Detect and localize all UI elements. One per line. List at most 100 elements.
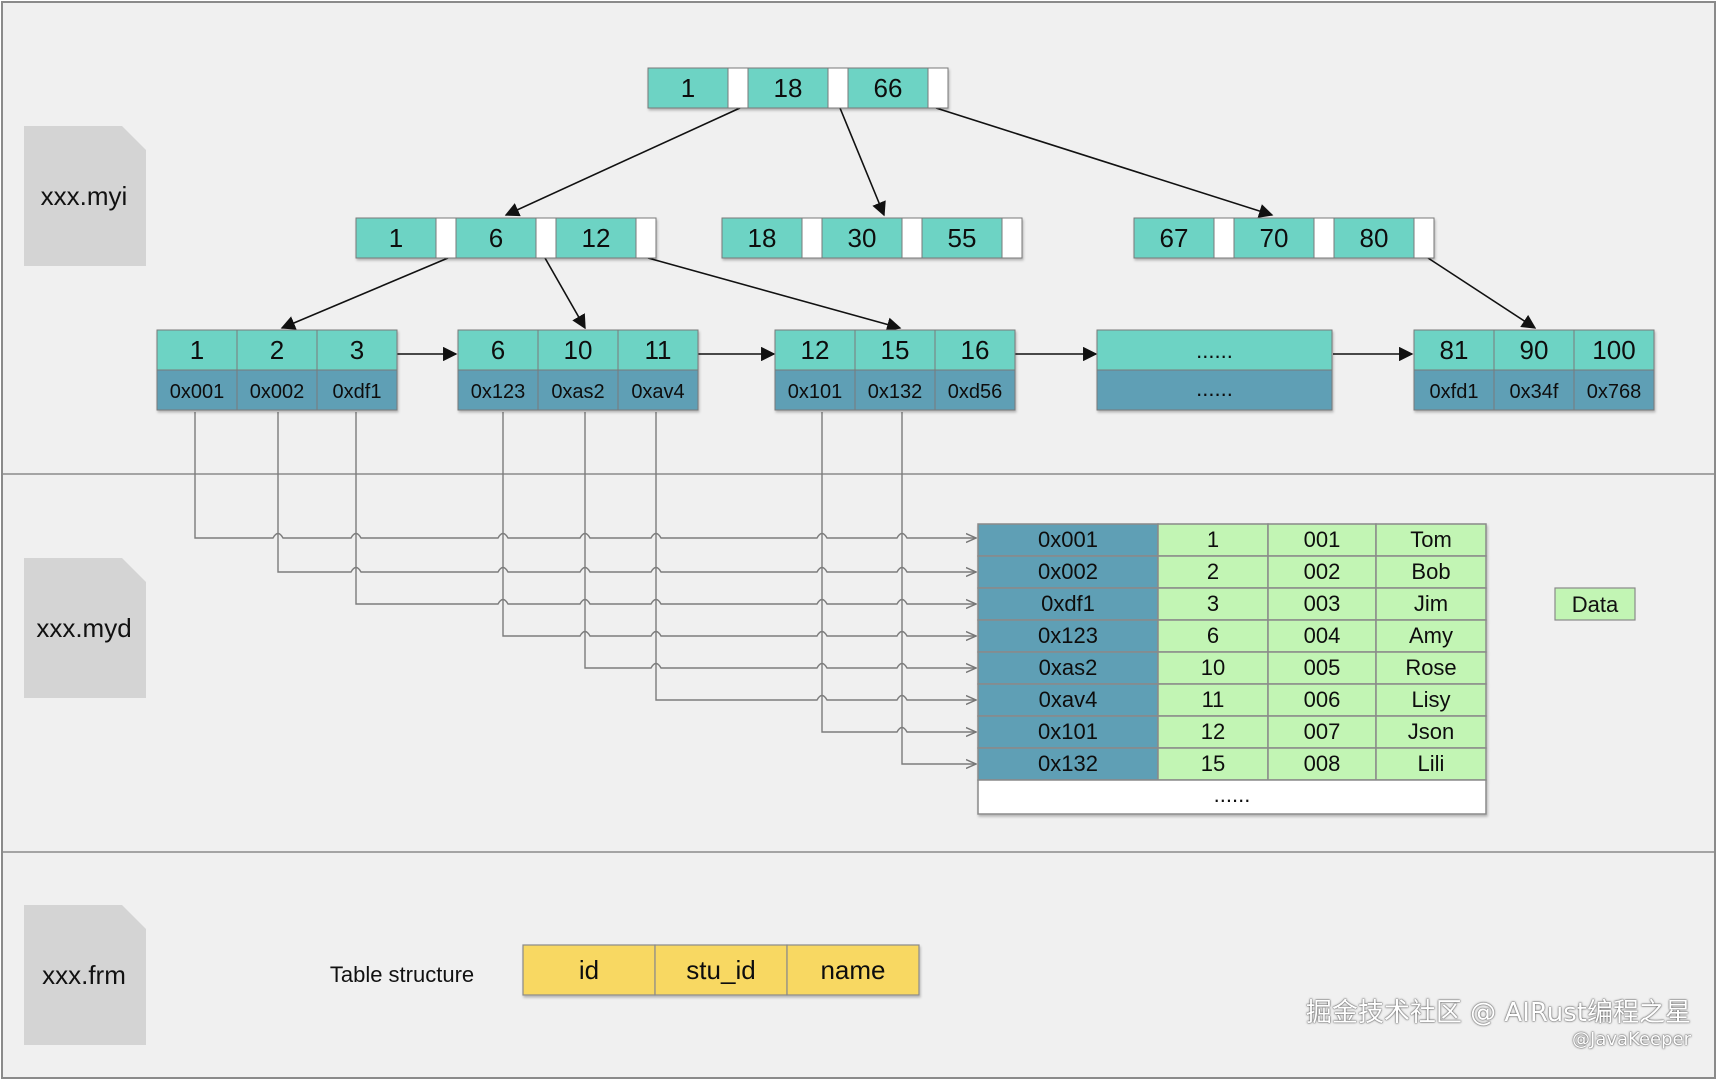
table-cell-text: 007 — [1304, 719, 1341, 744]
leaf-key-cell — [854, 329, 936, 371]
leaf-addr-cell — [156, 369, 238, 411]
leaf-addr-label: 0x002 — [250, 381, 305, 403]
pointer-line-6 — [655, 412, 976, 700]
pointer-slot — [535, 217, 557, 259]
table-cell — [1375, 683, 1487, 717]
leaf-addr-cell — [1493, 369, 1575, 411]
edge-root-l2b — [839, 107, 886, 217]
leaf-key-label: 2 — [270, 335, 284, 365]
leaf-ellipsis-bottom-cell — [1096, 369, 1333, 411]
table-cell-text: 3 — [1207, 591, 1219, 616]
leaf-addr-label: 0x132 — [868, 381, 923, 403]
key-cell — [921, 217, 1003, 259]
leaf-key-label: 90 — [1520, 335, 1549, 365]
leaf-ellipsis-top: ...... — [1196, 338, 1233, 363]
edge-l2a-leaf3 — [647, 257, 902, 332]
key-cell — [1133, 217, 1215, 259]
table-cell-text: 0xas2 — [1039, 655, 1098, 680]
table-cell — [1157, 555, 1269, 589]
leaf-addr-label: 0xdf1 — [333, 381, 382, 403]
pointer-slot — [1413, 217, 1435, 259]
key-label: 18 — [748, 223, 777, 253]
file-label-myi: xxx.myi — [41, 181, 128, 211]
table-cell-text: Amy — [1409, 623, 1453, 648]
internal-node-3: 67 70 80 — [1133, 217, 1435, 259]
table-cell — [1267, 683, 1377, 717]
key-label: 18 — [774, 73, 803, 103]
leaf-addr-cell — [457, 369, 539, 411]
table-cell — [1375, 555, 1487, 589]
leaf-key-label: 6 — [491, 335, 505, 365]
leaf-addr-cell — [617, 369, 699, 411]
leaf-addr-cell — [316, 369, 398, 411]
key-label: 1 — [681, 73, 695, 103]
table-cell-text: 0x002 — [1038, 559, 1098, 584]
table-cell — [977, 619, 1159, 653]
table-cell — [1157, 747, 1269, 781]
table-cell-text: 11 — [1202, 687, 1225, 712]
table-cell-text: 004 — [1304, 623, 1341, 648]
table-row: 0x123 6 004 Amy — [977, 619, 1487, 653]
leaf-key-label: 100 — [1592, 335, 1635, 365]
pointer-slot — [1213, 217, 1235, 259]
table-cell-text: 15 — [1201, 751, 1225, 776]
table-cell-text: 0x123 — [1038, 623, 1098, 648]
key-label: 12 — [582, 223, 611, 253]
table-cell-text: Lisy — [1411, 687, 1450, 712]
frm-column-label: stu_id — [686, 955, 755, 985]
leaf-addr-cell — [537, 369, 619, 411]
leaf-key-label: 1 — [190, 335, 204, 365]
key-label: 66 — [874, 73, 903, 103]
key-label: 1 — [389, 223, 403, 253]
key-cell — [847, 67, 929, 109]
table-cell — [1267, 587, 1377, 621]
leaf-key-cell — [934, 329, 1016, 371]
root-node: 1 18 66 — [647, 67, 949, 109]
leaf-key-label: 3 — [350, 335, 364, 365]
table-cell — [1267, 523, 1377, 557]
file-icon-myd: xxx.myd — [24, 558, 146, 698]
leaf-key-label: 81 — [1440, 335, 1469, 365]
file-icon-myi: xxx.myi — [24, 126, 146, 266]
table-cell-text: 0x132 — [1038, 751, 1098, 776]
table-cell — [1375, 715, 1487, 749]
file-label-frm: xxx.frm — [42, 960, 126, 990]
table-cell-text: 6 — [1207, 623, 1219, 648]
frm-label: Table structure — [330, 962, 474, 987]
key-cell — [555, 217, 637, 259]
table-cell-text: 2 — [1207, 559, 1219, 584]
key-label: 67 — [1160, 223, 1189, 253]
table-cell — [1157, 587, 1269, 621]
data-legend: Data — [1554, 587, 1636, 621]
key-label: 70 — [1260, 223, 1289, 253]
leaf-key-cell — [316, 329, 398, 371]
frm-column-cell — [522, 944, 656, 996]
table-cell — [977, 715, 1159, 749]
tree-edges — [280, 107, 1537, 362]
key-cell — [455, 217, 537, 259]
table-cell-text: 008 — [1304, 751, 1341, 776]
key-label: 80 — [1360, 223, 1389, 253]
table-cell-text: Rose — [1405, 655, 1456, 680]
table-cell-text: 003 — [1304, 591, 1341, 616]
key-cell — [355, 217, 437, 259]
pointer-lines — [194, 412, 976, 764]
pointer-slot — [827, 67, 849, 109]
file-label-myd: xxx.myd — [36, 613, 131, 643]
leaf-key-cell — [1493, 329, 1575, 371]
table-cell-text: 001 — [1304, 527, 1341, 552]
leaf-addr-label: 0x34f — [1510, 381, 1559, 403]
pointer-line-8 — [901, 412, 976, 764]
table-cell — [1157, 683, 1269, 717]
pointer-slot — [901, 217, 923, 259]
edge-root-l2c — [935, 107, 1274, 218]
